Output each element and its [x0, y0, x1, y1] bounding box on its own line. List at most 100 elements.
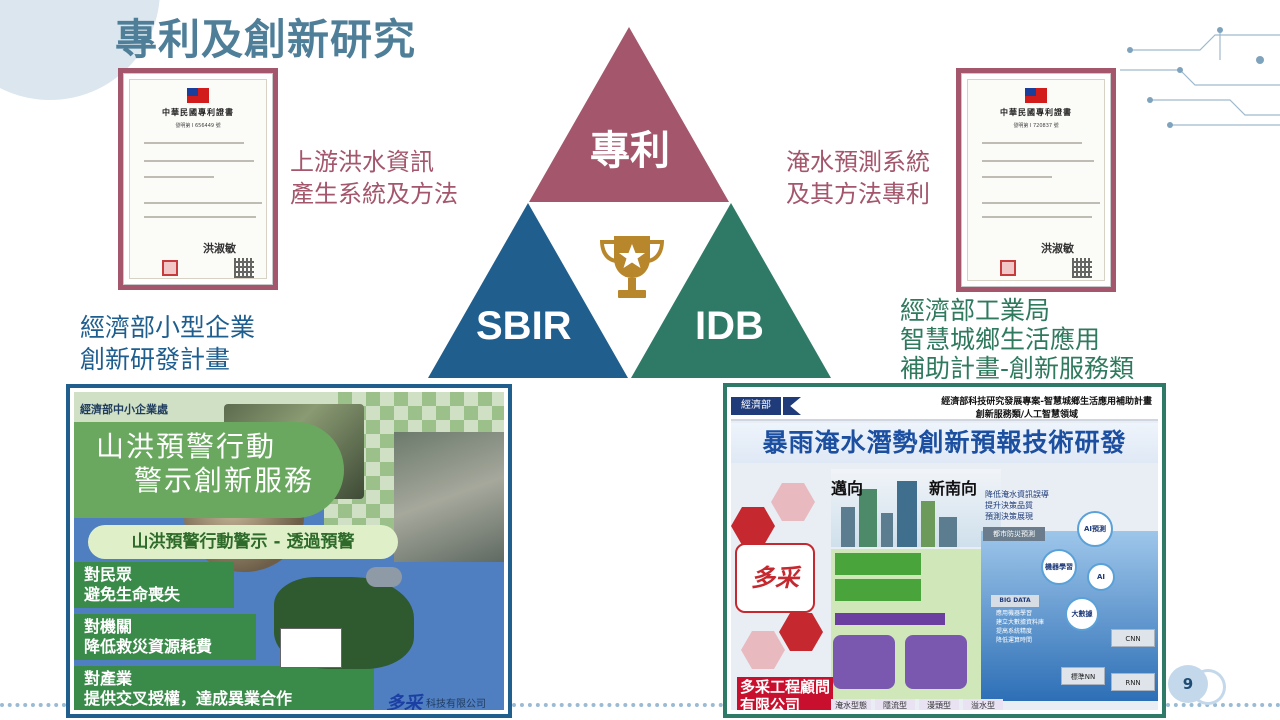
rnn-label: RNN [1111, 673, 1155, 691]
river-photo [394, 432, 504, 562]
ai-badge: AI [1087, 563, 1115, 591]
bullet-item: 降低淹水資訊誤導 [985, 490, 1049, 499]
cnn-label: CNN [1111, 629, 1155, 647]
triangle-patent [529, 27, 729, 202]
poster-ministry: 經濟部中小企業處 [80, 403, 168, 416]
certificate-signature: 洪淑敏 [203, 242, 236, 255]
item-head: 對產業 [84, 669, 133, 688]
standard-nn-label: 標準NN [1061, 667, 1105, 685]
poster-header-line2: 創新服務類/人工智慧領域 [975, 410, 1078, 420]
big-data-item: 降低運算時間 [996, 637, 1033, 644]
poster-nav-forward: 邁向 [831, 479, 864, 498]
big-data-item: 建立大數據資料庫 [996, 619, 1045, 626]
flag-icon [1025, 88, 1047, 103]
list-item: 對機關 降低救災資源耗費 [74, 614, 256, 660]
big-data-label: BIG DATA [991, 595, 1039, 607]
sbir-poster: 經濟部中小企業處 山洪預警行動 警示創新服務 山洪預警行動警示 - 透過預警 對… [66, 384, 512, 718]
ai-predict-badge: AI預測 [1077, 511, 1113, 547]
item-body: 提供交叉授權，達成異業合作 [84, 689, 293, 708]
triangle-patent-label: 專利 [590, 128, 670, 174]
seal-icon [162, 260, 178, 276]
city-skyline [831, 469, 1001, 547]
triangle-idb [631, 203, 831, 378]
certificate-document: 中華民國專利證書 發明第 I 720837 號 洪淑敏 [967, 79, 1105, 281]
poster-header-line1: 經濟部科技研究發展專案-智慧城鄉生活應用補助計畫 [941, 397, 1152, 407]
slide-title: 專利及創新研究 [115, 15, 417, 64]
item-head: 對民眾 [84, 565, 133, 584]
monitor-cylinder [905, 635, 967, 689]
qr-code-icon [234, 258, 254, 278]
machine-learning-badge: 機器學習 [1041, 549, 1077, 585]
company-name: 科技有限公司 [426, 699, 486, 710]
urban-prevention-tag: 都市防災預測 [983, 527, 1045, 541]
list-item: 對民眾 避免生命喪失 [74, 562, 234, 608]
rain-cloud-icon [366, 567, 402, 587]
poster-nav-southbound: 新南向 [929, 479, 978, 498]
poster-title: 暴雨淹水潛勢創新預報技術研發 [731, 423, 1158, 463]
patent-label-right: 淹水預測系統 及其方法專利 [786, 146, 930, 210]
model-cylinder [833, 635, 895, 689]
footer-divider-right [1166, 703, 1280, 707]
footer-divider-middle [512, 703, 723, 707]
bullet-item: 提升決策品質 [985, 501, 1033, 510]
big-data-item: 應用機器學習 [996, 610, 1033, 617]
poster-title-line1: 山洪預警行動 [96, 430, 277, 463]
poster-subtitle: 山洪預警行動警示 - 透過預警 [88, 525, 398, 559]
sbir-program-line1: 經濟部小型企業 [80, 313, 256, 342]
triangle-sbir-label: SBIR [476, 304, 572, 348]
flood-type: 淹水型態 [831, 699, 871, 710]
company-name: 多采工程顧問 有限公司 [737, 677, 834, 710]
item-body: 避免生命喪失 [84, 585, 181, 604]
poster-title: 山洪預警行動 警示創新服務 [96, 430, 314, 498]
patent-certificate-left: 中華民國專利證書 發明第 I 656449 號 洪淑敏 [118, 68, 278, 290]
flood-type: 隱流型 [875, 699, 915, 710]
flood-type: 溢水型 [963, 699, 1003, 710]
big-data-item: 提高系統精度 [996, 628, 1033, 635]
company-name-line2: 有限公司 [740, 696, 801, 710]
certificate-title: 中華民國專利證書 [1000, 108, 1072, 117]
hexagon-decoration [779, 613, 823, 651]
brand-logo: 多采 [386, 693, 422, 710]
list-item: 對產業 提供交叉授權，達成異業合作 [74, 666, 374, 710]
model-flowchart [831, 549, 981, 699]
patent-label-right-line1: 淹水預測系統 [786, 148, 930, 176]
item-head: 對機關 [84, 617, 133, 636]
brand-logo: 多采 [735, 543, 815, 613]
big-data-list: 應用機器學習 建立大數據資料庫 提高系統精度 降低運算時間 [996, 609, 1044, 645]
patent-label-left: 上游洪水資訊 產生系統及方法 [290, 146, 458, 210]
poster-title-line2: 警示創新服務 [134, 464, 315, 497]
idb-program-line1: 經濟部工業局 [900, 296, 1051, 325]
idb-program-line2: 智慧城鄉生活應用 [900, 325, 1101, 354]
flow-step [835, 553, 921, 575]
seal-icon [1000, 260, 1016, 276]
poster-topbar [731, 391, 1158, 421]
flow-step [835, 613, 945, 625]
item-body: 降低救災資源耗費 [84, 637, 213, 656]
certificate-title: 中華民國專利證書 [162, 108, 234, 117]
map-note [280, 628, 342, 668]
ministry-badge: 經濟部 [731, 397, 781, 415]
certificate-number: 發明第 I 720837 號 [1013, 123, 1059, 129]
trophy-icon [600, 236, 664, 298]
idb-program-line3: 補助計畫-創新服務類 [900, 354, 1135, 383]
flood-type: 漫頭型 [919, 699, 959, 710]
idb-program-label: 經濟部工業局 智慧城鄉生活應用 補助計畫-創新服務類 [900, 296, 1134, 383]
certificate-signature: 洪淑敏 [1041, 242, 1074, 255]
poster-title-banner [74, 422, 344, 518]
hexagon-decoration [741, 631, 785, 669]
patent-certificate-right: 中華民國專利證書 發明第 I 720837 號 洪淑敏 [956, 68, 1116, 292]
big-data-badge: 大數據 [1065, 597, 1099, 631]
idb-poster: 經濟部 經濟部科技研究發展專案-智慧城鄉生活應用補助計畫 創新服務類/人工智慧領… [723, 383, 1166, 718]
footer-divider-left [0, 703, 66, 707]
circuit-decoration [1120, 27, 1280, 128]
triangle-sbir [428, 203, 628, 378]
certificate-number: 發明第 I 656449 號 [175, 123, 221, 129]
patent-label-left-line1: 上游洪水資訊 [290, 148, 434, 176]
page-number: 9 [1168, 665, 1226, 705]
hexagon-decoration [731, 507, 775, 545]
sbir-program-line2: 創新研發計畫 [80, 345, 231, 374]
flow-step [835, 579, 921, 601]
qr-code-icon [1072, 258, 1092, 278]
poster-bullets: 降低淹水資訊誤導 提升決策品質 預測決策展現 [985, 489, 1049, 522]
bullet-item: 預測決策展現 [985, 512, 1033, 521]
